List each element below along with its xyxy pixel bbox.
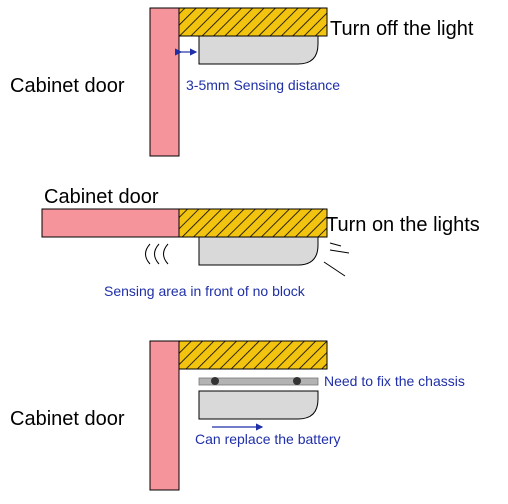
sensor-light-body <box>198 390 319 420</box>
sensing-waves <box>145 243 169 265</box>
panel-chassis: Cabinet door Need to fix the chassis Can… <box>10 340 465 491</box>
cabinet-door-horizontal <box>41 208 180 238</box>
area-label: Sensing area in front of no block <box>104 283 306 299</box>
chassis-label: Need to fix the chassis <box>324 373 465 389</box>
status-label: Turn off the light <box>330 18 474 40</box>
cabinet-door-vertical <box>149 7 180 157</box>
cabinet-shelf <box>178 208 328 238</box>
cabinet-door-vertical <box>149 340 180 491</box>
sensor-light-body <box>198 236 319 266</box>
door-label: Cabinet door <box>10 75 125 97</box>
light-rays <box>323 242 350 277</box>
chassis-screw <box>293 377 301 385</box>
mounting-chassis-plate <box>198 377 319 386</box>
distance-label: 3-5mm Sensing distance <box>186 77 340 93</box>
chassis-screw <box>211 377 219 385</box>
panel-door-open: Cabinet door Turn on the lights Sensing … <box>41 186 480 299</box>
door-label: Cabinet door <box>10 408 125 430</box>
cabinet-shelf <box>178 340 328 370</box>
door-label: Cabinet door <box>44 186 159 208</box>
status-label: Turn on the lights <box>326 214 480 236</box>
panel-door-closed: Cabinet door Turn off the light 3-5mm Se… <box>10 7 474 157</box>
battery-label: Can replace the battery <box>195 431 341 447</box>
sensor-light-body <box>198 35 319 65</box>
cabinet-shelf <box>178 7 328 37</box>
